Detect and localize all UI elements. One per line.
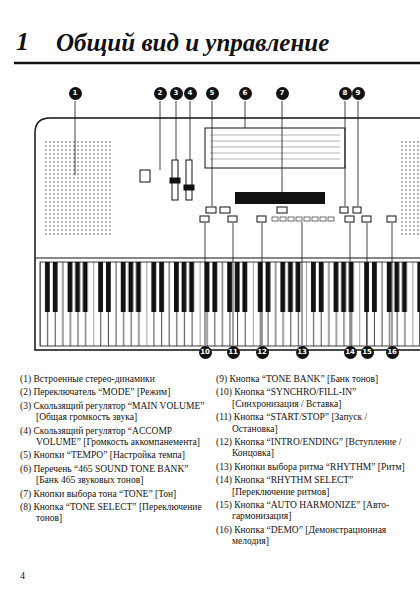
callout-number: 6	[239, 87, 252, 100]
tone-list-lines	[210, 135, 340, 159]
part-list-item: (2) Переключатель “MODE” [Режим]	[20, 387, 208, 398]
part-list-item: (8) Кнопка “TONE SELECT” [Переключение т…	[20, 502, 208, 525]
part-list-item: (3) Скользящий регулятор “MAIN VOLUME” […	[20, 401, 208, 424]
part-list-item: (1) Встроенные стерео-динамики	[20, 374, 208, 385]
rhythm-buttons	[272, 217, 334, 221]
panel-buttons	[200, 207, 396, 222]
part-list-item: (11) Кнопка “START/STOP” [Запуск / Остан…	[216, 412, 408, 435]
part-list-item: (12) Кнопка “INTRO/ENDING” [Вступление /…	[216, 437, 408, 460]
chapter-number: 1	[16, 28, 29, 57]
callout-number: 9	[352, 87, 365, 100]
tone-bank-list	[205, 128, 345, 168]
callout-number: 12	[256, 346, 269, 359]
callout-number: 3	[170, 87, 183, 100]
leader-lines	[75, 101, 392, 345]
part-list-item: (9) Кнопка “TONE BANK” [Банк тонов]	[216, 374, 408, 385]
page-number: 4	[20, 570, 25, 581]
volume-sliders	[170, 160, 194, 200]
keys	[40, 262, 420, 346]
callout-number: 2	[154, 87, 167, 100]
display	[235, 192, 325, 204]
callout-number: 16	[386, 346, 399, 359]
callout-number: 1	[69, 87, 82, 100]
callout-number: 8	[339, 87, 352, 100]
part-list-item: (4) Скользящий регулятор “ACCOMP VOLUME”…	[20, 426, 208, 449]
callout-number: 14	[344, 346, 357, 359]
part-list-item: (10) Кнопка “SYNCHRO/FILL-IN” [Синхрониз…	[216, 387, 408, 410]
callout-number: 4	[184, 87, 197, 100]
part-list-item: (5) Кнопки “TEMPO” [Настройка темпа]	[20, 450, 208, 461]
callout-number: 13	[296, 346, 309, 359]
part-list-item: (7) Кнопки выбора тона “TONE” [Тон]	[20, 489, 208, 500]
part-list-item: (14) Кнопка “RHYTHM SELECT” [Переключени…	[216, 475, 408, 498]
callout-number: 11	[227, 346, 240, 359]
title-rule	[14, 62, 420, 65]
panel-edge	[35, 258, 420, 259]
speaker-grille	[45, 140, 113, 235]
speaker-grille	[400, 140, 420, 235]
part-list-item: (15) Кнопка “AUTO HARMONIZE” [Авто-гармо…	[216, 500, 408, 523]
callout-number: 7	[276, 87, 289, 100]
chapter-title: Общий вид и управление	[56, 29, 329, 57]
callout-number: 15	[361, 346, 374, 359]
part-list-item: (16) Кнопка “DEMO” [Демонстрационная мел…	[216, 525, 408, 548]
part-list-item: (6) Перечень “465 SOUND TONE BANK” [Банк…	[20, 464, 208, 487]
part-list-item: (13) Кнопки выбора ритма “RHYTHM” [Ритм]	[216, 462, 408, 473]
mode-switch	[140, 170, 150, 182]
callout-number: 5	[206, 87, 219, 100]
keyboard-body	[35, 118, 420, 350]
callout-number: 10	[199, 346, 212, 359]
